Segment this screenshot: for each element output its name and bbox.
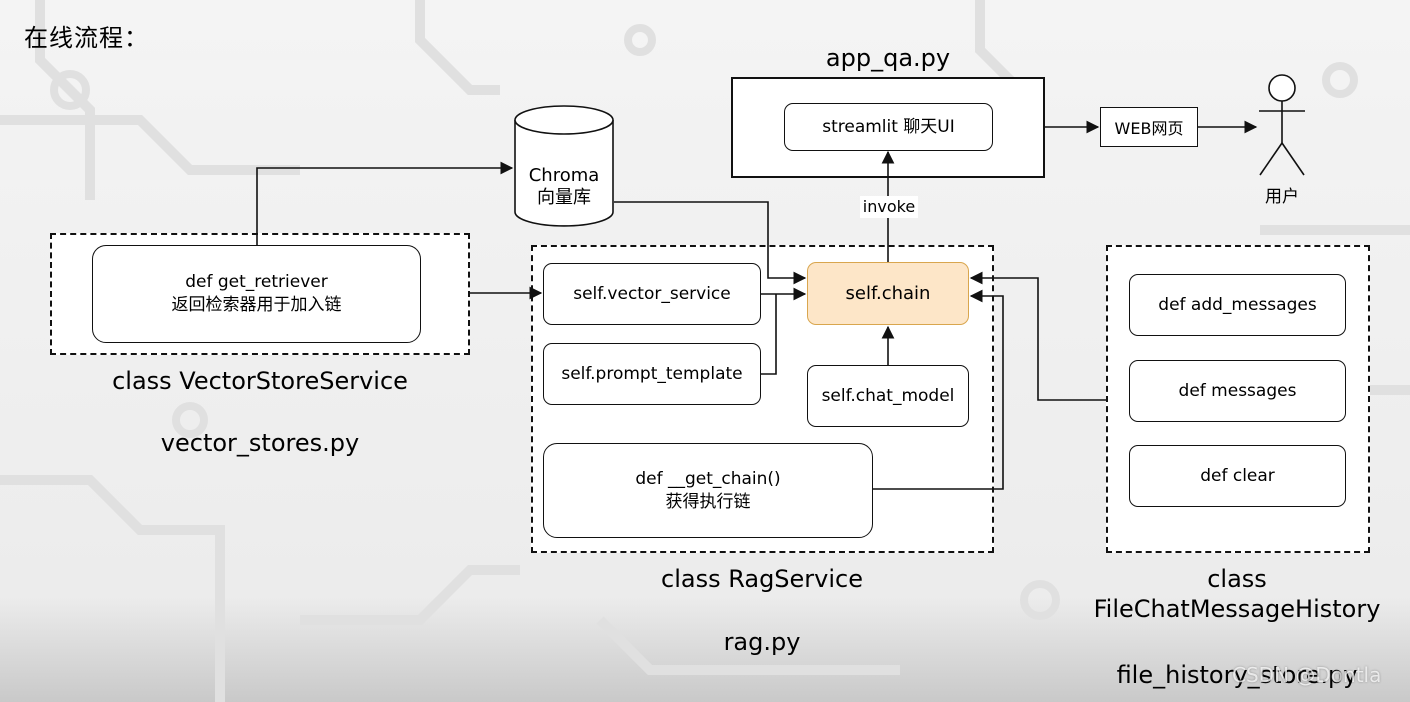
chroma-label-line1: Chroma xyxy=(528,165,600,186)
app-qa-file-label: app_qa.py xyxy=(825,44,951,72)
vector-service-box: self.vector_service xyxy=(543,263,761,325)
web-page-box: WEB网页 xyxy=(1100,107,1198,147)
get-chain-line1: def __get_chain() xyxy=(635,468,781,489)
vector-service-label: self.vector_service xyxy=(573,283,731,304)
prompt-template-label: self.prompt_template xyxy=(561,363,743,384)
chain-label: self.chain xyxy=(845,283,931,304)
history-class-label: class FileChatMessageHistory xyxy=(1094,564,1381,624)
clear-box: def clear xyxy=(1129,445,1346,507)
vector-store-class-label: class VectorStoreService xyxy=(112,367,408,395)
watermark: CSDN @Dontla xyxy=(1232,663,1382,687)
messages-box: def messages xyxy=(1129,360,1346,422)
clear-label: def clear xyxy=(1200,465,1275,486)
history-class-line1: class xyxy=(1207,565,1267,593)
add-messages-label: def add_messages xyxy=(1158,294,1317,315)
rag-file-label: rag.py xyxy=(723,628,801,656)
get-retriever-box: def get_retriever 返回检索器用于加入链 xyxy=(92,245,421,343)
chat-model-box: self.chat_model xyxy=(807,365,969,427)
get-retriever-line1: def get_retriever xyxy=(185,272,328,292)
chroma-label: Chroma 向量库 xyxy=(515,165,613,209)
vector-store-file-label: vector_stores.py xyxy=(160,429,360,457)
chain-box: self.chain xyxy=(807,262,969,325)
web-page-label: WEB网页 xyxy=(1114,119,1184,138)
page-title: 在线流程： xyxy=(24,24,149,52)
history-class-line2: FileChatMessageHistory xyxy=(1093,595,1381,623)
history-file-label: file_history_store.py xyxy=(1116,661,1358,689)
get-chain-line2: 获得执行链 xyxy=(665,491,751,512)
messages-label: def messages xyxy=(1178,380,1297,401)
chroma-label-line2: 向量库 xyxy=(537,187,591,208)
rag-class-label: class RagService xyxy=(661,565,863,593)
streamlit-chat-ui-label: streamlit 聊天UI xyxy=(822,116,955,137)
get-chain-box: def __get_chain() 获得执行链 xyxy=(543,443,873,538)
get-retriever-line2: 返回检索器用于加入链 xyxy=(171,295,342,315)
invoke-label: invoke xyxy=(860,196,918,218)
chat-model-label: self.chat_model xyxy=(821,385,955,406)
prompt-template-box: self.prompt_template xyxy=(543,343,761,405)
add-messages-box: def add_messages xyxy=(1129,274,1346,336)
streamlit-chat-ui-box: streamlit 聊天UI xyxy=(784,103,993,151)
user-label: 用户 xyxy=(1265,187,1299,207)
